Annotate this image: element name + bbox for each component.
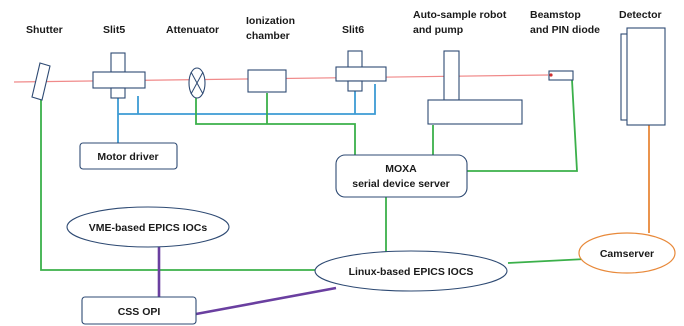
serial-wiring [40, 79, 587, 271]
slit6-icon[interactable] [335, 50, 387, 92]
shutter-label: Shutter [26, 24, 63, 36]
detector-icon[interactable] [620, 27, 666, 126]
beamstop-icon[interactable] [548, 70, 574, 81]
vme-iocs-label: VME-based EPICS IOCs [89, 222, 208, 234]
motor-driver-label: Motor driver [97, 151, 158, 163]
robot-icon[interactable] [427, 50, 523, 125]
moxa-box[interactable]: MOXA serial device server [335, 154, 468, 198]
motor-wiring [117, 84, 376, 143]
ionization-label-line1: Ionization [246, 15, 295, 27]
beamstop-label-line2: and PIN diode [530, 24, 600, 36]
linux-iocs-label: Linux-based EPICS IOCS [349, 266, 474, 278]
ionization-label-line2: chamber [246, 30, 290, 42]
beam-marker [549, 73, 553, 77]
attenuator-label: Attenuator [166, 24, 219, 36]
camserver-label: Camserver [600, 248, 654, 260]
attenuator-icon[interactable] [188, 67, 206, 99]
vme-iocs-ellipse[interactable]: VME-based EPICS IOCs [66, 206, 230, 248]
detector-label: Detector [619, 9, 662, 21]
css-opi-box[interactable]: CSS OPI [81, 296, 197, 325]
ionization-chamber-icon[interactable] [247, 69, 287, 93]
moxa-label-line2: serial device server [352, 178, 450, 190]
css-opi-label: CSS OPI [118, 306, 161, 318]
slit6-label: Slit6 [342, 24, 364, 36]
network-wiring [157, 247, 337, 316]
motor-driver-box[interactable]: Motor driver [79, 142, 178, 170]
robot-label-line1: Auto-sample robot [413, 9, 507, 21]
beamstop-label-line1: Beamstop [530, 9, 581, 21]
linux-iocs-ellipse[interactable]: Linux-based EPICS IOCS [314, 250, 508, 292]
robot-label-line2: and pump [413, 24, 463, 36]
slit5-label: Slit5 [103, 24, 125, 36]
moxa-label-line1: MOXA [385, 163, 417, 175]
camserver-ellipse[interactable]: Camserver [578, 232, 676, 274]
slit5-icon[interactable] [92, 52, 146, 99]
shutter-icon[interactable] [31, 62, 51, 101]
